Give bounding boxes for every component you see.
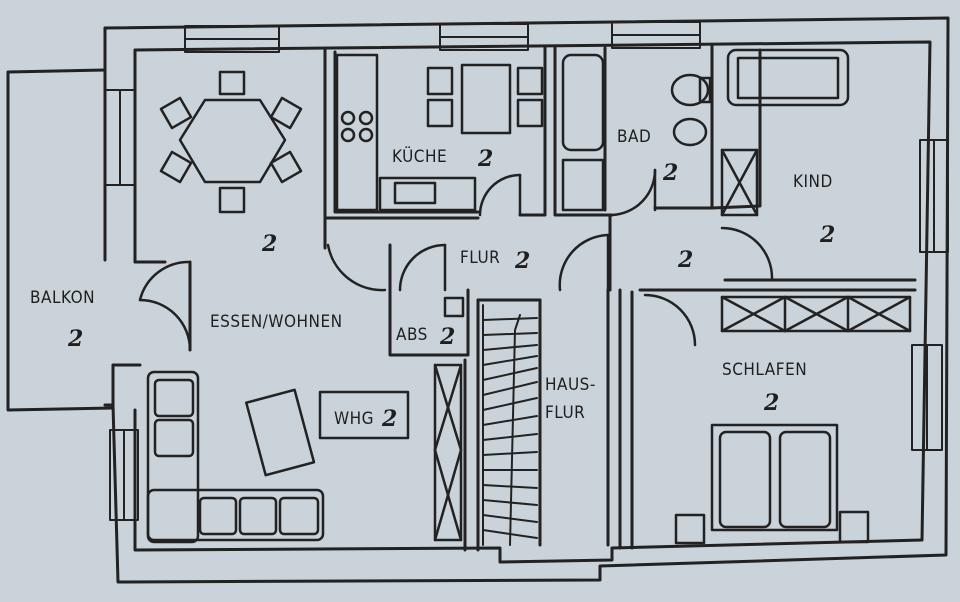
- balcony: [6, 68, 142, 412]
- windows: [104, 21, 949, 521]
- label-flur: FLUR: [460, 248, 500, 268]
- num-flur: 2: [514, 248, 530, 274]
- label-abs: ABS: [396, 325, 428, 345]
- num-bad: 2: [662, 160, 678, 186]
- label-kueche: KÜCHE: [392, 145, 447, 167]
- num-essen: 2: [261, 231, 277, 257]
- staircase: [482, 304, 538, 546]
- num-kueche: 2: [477, 146, 493, 172]
- num-abs: 2: [439, 324, 455, 350]
- num-corridor: 2: [677, 247, 693, 273]
- num-whg: 2: [381, 406, 397, 432]
- num-balkon: 2: [67, 326, 83, 352]
- door-swings: [138, 168, 774, 352]
- label-kind: KIND: [793, 172, 833, 192]
- label-balkon: BALKON: [30, 288, 95, 308]
- label-hausflur-1: HAUS-: [545, 375, 596, 395]
- num-schlafen: 2: [763, 390, 779, 416]
- label-schlafen: SCHLAFEN: [722, 360, 807, 380]
- label-bad: BAD: [617, 127, 651, 147]
- interior-walls: [133, 44, 917, 552]
- label-essen: ESSEN/WOHNEN: [210, 312, 343, 332]
- num-kind: 2: [819, 222, 835, 248]
- label-whg: WHG: [334, 409, 374, 429]
- label-hausflur-2: FLUR: [545, 403, 585, 423]
- furniture: [146, 48, 912, 545]
- room-labels: KÜCHE 2 BAD 2 KIND 2 FLUR 2 2 2 ESSEN/WO…: [30, 127, 835, 432]
